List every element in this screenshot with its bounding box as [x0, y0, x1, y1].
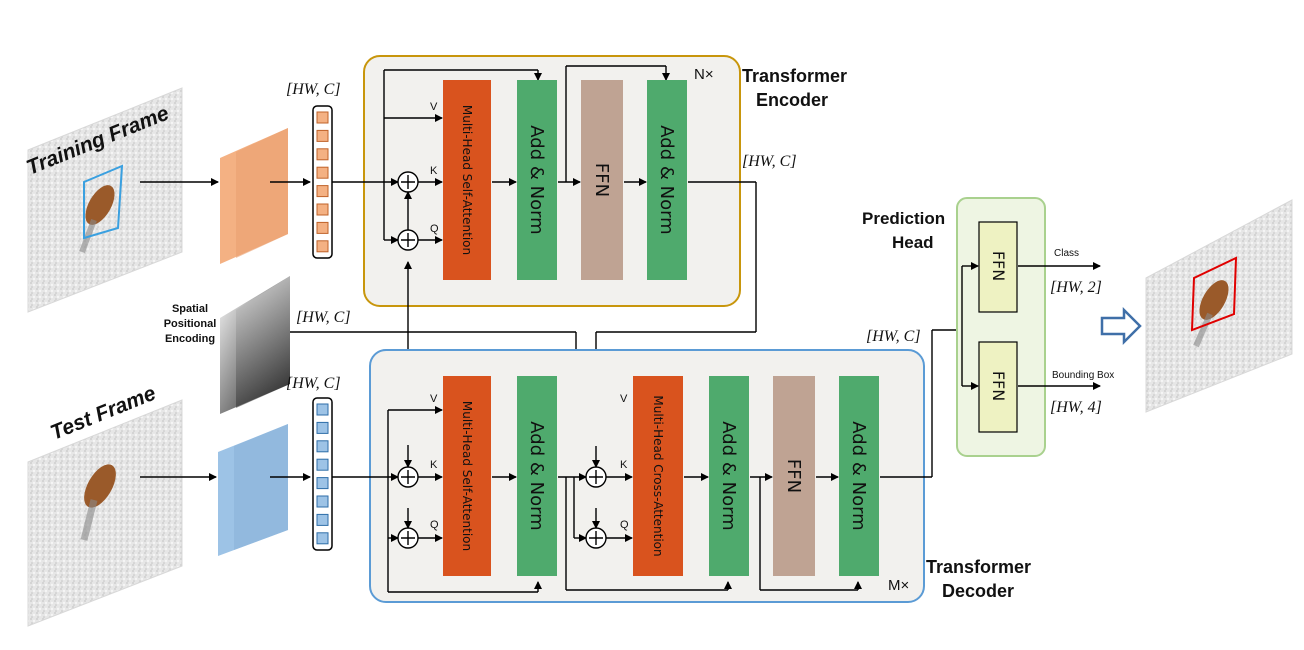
token-cell [316, 403, 329, 416]
decoder-add-q [397, 527, 419, 549]
decoder-port-k: K [430, 459, 438, 471]
encoder-add-norm-1 [517, 80, 557, 280]
decoder-cross-attention-block [633, 376, 683, 576]
encoder-title-1: Transformer [742, 66, 847, 86]
result-arrow-icon [1100, 306, 1142, 346]
encoder-port-q: Q [430, 223, 439, 235]
encoder-add-norm-1-label: Add & Norm [526, 125, 547, 234]
result-frame-image [1145, 199, 1293, 413]
bbox-output-dim: [HW, 4] [1050, 399, 1102, 416]
prediction-head-title-1: Prediction [862, 209, 945, 228]
encoder-add-k [397, 171, 419, 193]
decoder-ffn-label: FFN [783, 459, 804, 493]
decoder-add-norm-2 [709, 376, 749, 576]
token-cell [316, 129, 329, 142]
decoder-port-v: V [430, 393, 438, 405]
spatial-encoding-label-2: Positional [164, 318, 217, 330]
encoder-title-2: Encoder [756, 90, 828, 110]
token-cell [316, 148, 329, 161]
encoder-add-norm-2-label: Add & Norm [656, 125, 677, 234]
token-cell [316, 495, 329, 508]
encoder-port-k: K [430, 165, 438, 177]
token-cell [316, 458, 329, 471]
decoder-add-norm-3-label: Add & Norm [848, 421, 869, 530]
spatial-positional-encoding [220, 276, 290, 414]
decoder-add-norm-1-label: Add & Norm [526, 421, 547, 530]
cross-add-q [585, 527, 607, 549]
token-cell [316, 421, 329, 434]
train-tokens-dim: [HW, C] [286, 81, 341, 98]
spatial-encoding-dim: [HW, C] [296, 309, 351, 326]
predicted-bounding-box [1190, 256, 1238, 332]
token-cell [316, 185, 329, 198]
decoder-add-norm-2-label: Add & Norm [718, 421, 739, 530]
decoder-self-attention-label: Multi-Head Self-Attention [460, 401, 474, 551]
test-frame-image [27, 399, 183, 627]
bbox-ffn-label: FFN [989, 371, 1008, 401]
moth-icon [84, 464, 116, 508]
decoder-add-k [397, 466, 419, 488]
decoder-add-norm-1 [517, 376, 557, 576]
class-output-label: Class [1054, 248, 1079, 259]
encoder-port-v: V [430, 101, 438, 113]
encoder-ffn-block [581, 80, 623, 280]
token-cell [316, 203, 329, 216]
decoder-repeat: M× [888, 577, 909, 594]
train-feature-map [220, 128, 288, 264]
token-cell [316, 240, 329, 253]
class-ffn-label: FFN [989, 251, 1008, 281]
encoder-self-attention-block [443, 80, 491, 280]
moth-icon [1199, 280, 1229, 320]
class-output-dim: [HW, 2] [1050, 279, 1102, 296]
test-token-sequence [312, 397, 333, 551]
prediction-head-title-2: Head [892, 233, 934, 252]
token-cell [316, 532, 329, 545]
token-cell [316, 440, 329, 453]
encoder-ffn-label: FFN [591, 163, 612, 197]
bbox-output-label: Bounding Box [1052, 370, 1114, 381]
encoder-self-attention-label: Multi-Head Self-Attention [460, 105, 474, 255]
test-feature-map [218, 424, 288, 556]
token-cell [316, 166, 329, 179]
encoder-output-dim: [HW, C] [742, 153, 797, 170]
decoder-port-q: Q [430, 519, 439, 531]
cross-port-q: Q [620, 519, 629, 531]
token-cell [316, 477, 329, 490]
cross-add-k [585, 466, 607, 488]
training-frame-image [27, 87, 183, 313]
template-bounding-box [83, 164, 124, 240]
moth-icon [85, 185, 115, 225]
decoder-title-1: Transformer [926, 557, 1031, 577]
spatial-encoding-label-3: Encoding [165, 333, 215, 345]
test-tokens-dim: [HW, C] [286, 375, 341, 392]
encoder-add-norm-2 [647, 80, 687, 280]
token-cell [316, 221, 329, 234]
bbox-ffn-block [978, 341, 1018, 433]
decoder-ffn-block [773, 376, 815, 576]
class-ffn-block [978, 221, 1018, 313]
decoder-self-attention-block [443, 376, 491, 576]
decoder-output-dim: [HW, C] [866, 328, 921, 345]
train-token-sequence [312, 105, 333, 259]
encoder-repeat: N× [694, 66, 714, 83]
decoder-cross-attention-label: Multi-Head Cross-Attention [651, 395, 665, 556]
token-cell [316, 513, 329, 526]
cross-port-v: V [620, 393, 628, 405]
decoder-add-norm-3 [839, 376, 879, 576]
decoder-title-2: Decoder [942, 581, 1014, 601]
encoder-add-q [397, 229, 419, 251]
spatial-encoding-label-1: Spatial [172, 303, 208, 315]
token-cell [316, 111, 329, 124]
cross-port-k: K [620, 459, 628, 471]
